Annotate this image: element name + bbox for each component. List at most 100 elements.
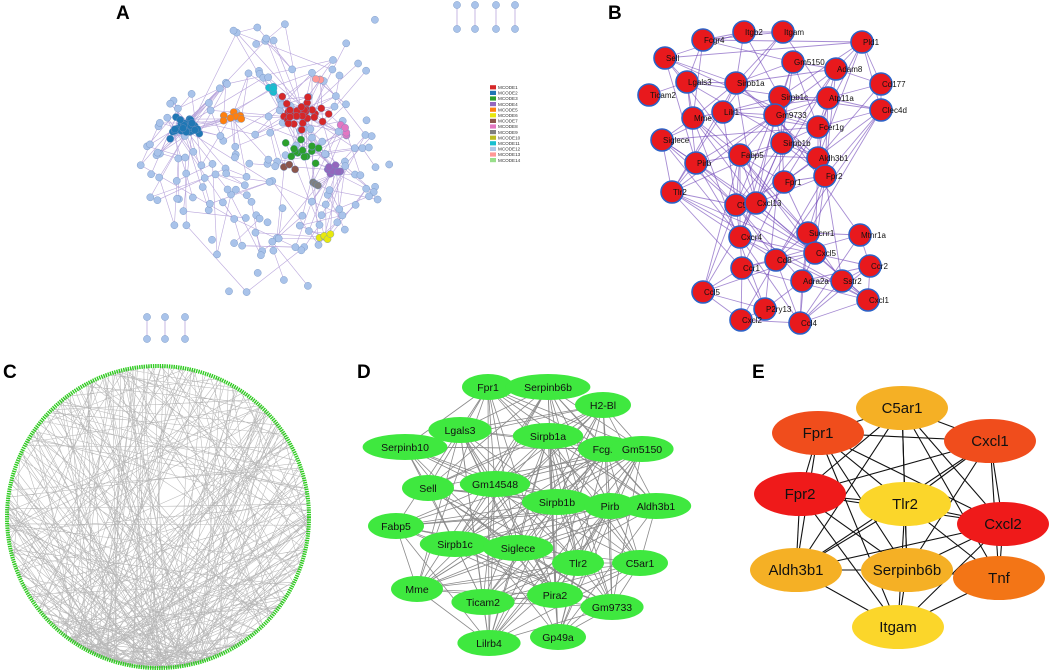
network-node xyxy=(241,214,250,222)
network-node xyxy=(172,177,181,185)
legend-label: MCODE3 xyxy=(498,96,518,101)
network-edge xyxy=(362,148,376,168)
gene-node xyxy=(580,594,644,620)
network-node xyxy=(216,132,225,140)
network-node xyxy=(371,15,379,24)
network-edge xyxy=(248,73,270,88)
network-node xyxy=(262,34,271,43)
gene-node xyxy=(650,128,674,152)
network-edge xyxy=(547,435,657,507)
network-node xyxy=(189,147,198,156)
network-edge xyxy=(190,119,256,135)
network-node xyxy=(171,125,179,133)
network-node xyxy=(297,126,306,134)
gene-node xyxy=(512,423,584,449)
network-edge xyxy=(186,225,247,293)
network-node xyxy=(211,170,220,179)
network-edge xyxy=(664,41,863,59)
gene-node xyxy=(781,50,805,74)
gene-node-label: Fpr1 xyxy=(477,382,499,394)
legend-swatch xyxy=(490,152,496,157)
network-edge xyxy=(336,171,340,210)
legend-swatch xyxy=(490,146,496,151)
network-node xyxy=(242,172,251,181)
network-node xyxy=(361,131,370,139)
gene-node-label: Sirpb1a xyxy=(530,431,566,443)
network-edge xyxy=(197,118,242,130)
network-node xyxy=(146,140,154,149)
network-node xyxy=(179,124,187,132)
legend-label: MCODE12 xyxy=(498,147,521,152)
gene-node xyxy=(858,254,882,278)
network-node xyxy=(226,114,235,122)
hub-gene-node xyxy=(856,386,948,430)
network-edge xyxy=(240,115,302,140)
network-node xyxy=(146,193,155,202)
network-edge xyxy=(783,109,882,183)
gene-node-label: Sirpb1c xyxy=(781,93,808,102)
network-node xyxy=(312,75,320,83)
network-edge xyxy=(327,188,367,240)
isolated-node xyxy=(511,25,519,33)
network-node xyxy=(242,288,251,296)
network-node xyxy=(213,250,221,259)
network-node xyxy=(230,239,238,247)
network-node xyxy=(264,155,273,164)
hub-gene-node xyxy=(754,472,846,516)
network-edge xyxy=(215,174,245,186)
gene-node-label: Gm9733 xyxy=(776,111,807,120)
gene-node-label: Ccl5 xyxy=(704,288,721,297)
legend-swatch xyxy=(490,85,496,90)
gene-node-label: Tlr2 xyxy=(569,558,587,570)
network-edge xyxy=(234,218,296,248)
network-edge xyxy=(779,41,863,98)
gene-node-label: Gp49a xyxy=(542,632,574,644)
network-node xyxy=(206,106,215,115)
hub-gene-label: Aldh3b1 xyxy=(768,562,823,579)
network-node xyxy=(338,211,347,220)
network-node xyxy=(329,56,337,64)
network-node xyxy=(264,112,273,121)
gene-node xyxy=(362,434,448,460)
network-node xyxy=(281,20,289,29)
network-edge xyxy=(799,299,869,324)
network-node xyxy=(310,113,319,122)
gene-node-label: Aldh3b1 xyxy=(637,501,676,513)
network-node xyxy=(274,234,283,243)
network-edge xyxy=(416,448,607,590)
gene-node-label: Ccl4 xyxy=(801,319,818,328)
gene-node-label: Ccr2 xyxy=(871,262,888,271)
gene-node-label: Adra2a xyxy=(803,277,829,286)
network-node xyxy=(155,173,163,182)
network-node xyxy=(247,197,256,206)
gene-node xyxy=(771,20,795,44)
legend-swatch xyxy=(490,135,496,140)
network-edge xyxy=(210,110,234,113)
network-edge xyxy=(494,483,579,564)
gene-node-label: Fabp5 xyxy=(381,521,411,533)
network-node xyxy=(284,119,293,128)
network-node xyxy=(215,84,224,93)
gene-node xyxy=(764,248,788,272)
network-edge xyxy=(739,154,819,159)
network-edge xyxy=(226,59,334,85)
gene-node-label: Gm14548 xyxy=(472,479,518,491)
network-edge xyxy=(176,163,213,182)
network-node xyxy=(300,152,309,161)
network-node xyxy=(332,92,340,100)
network-node xyxy=(147,170,155,178)
panel-label-a: A xyxy=(116,3,130,24)
legend-label: MCODE5 xyxy=(498,107,518,112)
gene-node xyxy=(856,288,880,312)
network-node xyxy=(153,196,162,204)
panel-a: A MCODE1MCODE2MCODE3MCODE4MCODE5MCODE6MC… xyxy=(116,1,521,343)
hub-gene-node xyxy=(772,411,864,455)
gene-node xyxy=(402,475,454,501)
network-node xyxy=(265,178,274,186)
gene-node xyxy=(770,131,794,155)
network-node xyxy=(307,197,316,206)
gene-node xyxy=(419,531,491,557)
gene-node-label: Itgam xyxy=(784,28,804,37)
gene-node-label: Pirb xyxy=(601,501,620,513)
